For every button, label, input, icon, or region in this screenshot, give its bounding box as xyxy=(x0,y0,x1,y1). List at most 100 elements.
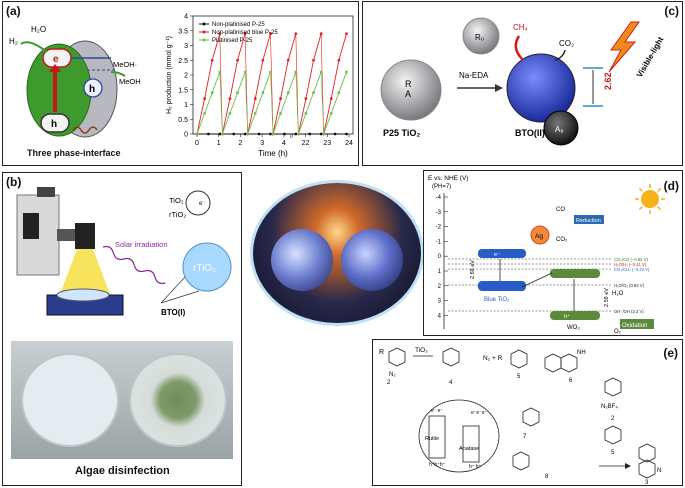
gap2-label: 2.59 eV xyxy=(604,288,610,307)
data-point xyxy=(312,91,315,95)
ag-label: Ag xyxy=(535,233,543,240)
data-point xyxy=(220,132,224,136)
arrowhead-to-3 xyxy=(625,463,631,469)
num-6: 6 xyxy=(569,378,573,384)
reset-line xyxy=(295,72,299,135)
rtio2-particle xyxy=(182,242,232,292)
right-sphere xyxy=(341,229,403,291)
y-tick-label: 1.5 xyxy=(178,87,188,94)
tio2-cycle xyxy=(418,399,500,473)
num-3: 3 xyxy=(645,480,649,486)
e-label: e⁻ xyxy=(199,201,206,207)
data-point xyxy=(195,132,199,136)
oxidation-label: Oxidation xyxy=(622,323,647,329)
ch4-label: CH₄ xyxy=(513,23,528,32)
data-point xyxy=(257,132,261,136)
y-tick-label: 2 xyxy=(438,284,442,290)
meoh-label: MeOH xyxy=(119,77,141,86)
bto-schematic: R A P25 TiO₂ Na-EDA BTO(II) R₀ CH₄ CO₂ A… xyxy=(380,17,665,146)
reset-line xyxy=(244,72,248,135)
data-point xyxy=(329,111,333,115)
ring-5b xyxy=(604,425,622,445)
data-point xyxy=(294,132,298,136)
panel-a: (a) e h h H₂ H₂O MeOH· MeOH Three phase-… xyxy=(2,1,359,166)
rtio2-big-label: rTiO₂ xyxy=(193,263,216,274)
gap-label: 2.62 xyxy=(603,72,613,90)
excitation-arrowhead xyxy=(49,64,61,72)
wo3-label: WO₃ xyxy=(567,325,580,331)
num-4: 4 xyxy=(449,380,453,386)
legend-label: Platinised P-25 xyxy=(212,38,253,44)
legend-marker xyxy=(202,38,206,42)
h-label-2: h xyxy=(89,84,95,95)
clean-dish xyxy=(21,353,119,447)
p25-label: P25 TiO₂ xyxy=(383,128,420,138)
data-point xyxy=(228,111,232,115)
zoom-line-2 xyxy=(160,290,200,304)
solar-wave xyxy=(102,245,166,285)
h-band xyxy=(40,113,70,133)
y-tick-label: 4 xyxy=(438,313,442,319)
ring-2b xyxy=(604,377,622,397)
ra-label-r: R xyxy=(405,79,412,89)
ro-sphere xyxy=(462,17,500,55)
ring-8 xyxy=(512,451,530,471)
ring-7 xyxy=(522,407,540,427)
data-point xyxy=(269,70,272,74)
data-point xyxy=(253,97,257,100)
petri-dish xyxy=(56,288,110,302)
three-phase-schematic: e h h H₂ H₂O MeOH· MeOH xyxy=(9,25,141,138)
reduction-box xyxy=(574,215,604,224)
data-point xyxy=(286,91,290,95)
data-point xyxy=(218,32,222,36)
panel-e: (e) R N₂ 2 TiO₂ 4 N₂ + R 5 6 NH N₂BF₄ 2 … xyxy=(372,339,683,486)
series-line xyxy=(221,33,246,135)
wo3-cb xyxy=(550,269,600,278)
n2-label-1: N₂ xyxy=(389,372,396,378)
x-tick-label: 4 xyxy=(282,140,286,147)
data-point xyxy=(319,70,323,74)
y-tick-label: 4 xyxy=(184,14,188,21)
num-5a: 5 xyxy=(517,374,521,380)
data-point xyxy=(337,58,341,62)
o2-label: O₂ xyxy=(614,329,622,335)
meoh-arrow xyxy=(110,71,126,77)
panel-d-label: (d) xyxy=(663,179,679,193)
legend-marker xyxy=(202,30,206,34)
algae-photo xyxy=(11,341,233,459)
data-point xyxy=(345,70,348,74)
panel-b: (b) Solar irradiation TiO₂ rTiO₂ e⁻ rTiO… xyxy=(2,172,242,486)
reaction-mechanism: R N₂ 2 TiO₂ 4 N₂ + R 5 6 NH N₂BF₄ 2 5 Ru… xyxy=(379,347,661,486)
h2o-label: H₂O xyxy=(612,291,624,297)
axis-break: // xyxy=(290,134,294,140)
num-2b: 2 xyxy=(611,416,615,422)
n2r-label: N₂ + R xyxy=(483,355,503,362)
data-point xyxy=(232,132,236,136)
bto-sphere xyxy=(506,53,576,123)
series-line xyxy=(196,33,221,135)
ch4-arrow xyxy=(514,35,524,61)
ring-5 xyxy=(510,349,528,369)
ag-sphere xyxy=(543,110,579,146)
y-tick-label: 3 xyxy=(184,43,188,50)
legend-marker xyxy=(202,22,206,26)
solar-setup-schematic: Solar irradiation TiO₂ rTiO₂ e⁻ rTiO₂ BT… xyxy=(16,187,232,317)
blue-tio2-label: Blue TiO₂ xyxy=(484,297,510,303)
ring-3 xyxy=(638,443,656,463)
series-line xyxy=(323,33,347,135)
vb-h-label: h⁺ xyxy=(564,313,570,320)
y-tick-label: -4 xyxy=(436,195,442,201)
bto-label: BTO(I) xyxy=(161,308,186,317)
data-point xyxy=(218,70,222,74)
co-label: CO xyxy=(556,207,565,213)
y-tick-label: -2 xyxy=(436,225,442,231)
charge-3: h⁺h⁺h⁺ xyxy=(429,462,446,468)
series-line xyxy=(272,71,297,135)
algae-dish xyxy=(129,353,227,447)
ring-1 xyxy=(388,347,406,367)
tio2-label: TiO₂ xyxy=(415,347,428,354)
data-point xyxy=(294,70,298,74)
sun-rays xyxy=(635,184,665,214)
x-tick-label: 24 xyxy=(345,140,353,147)
